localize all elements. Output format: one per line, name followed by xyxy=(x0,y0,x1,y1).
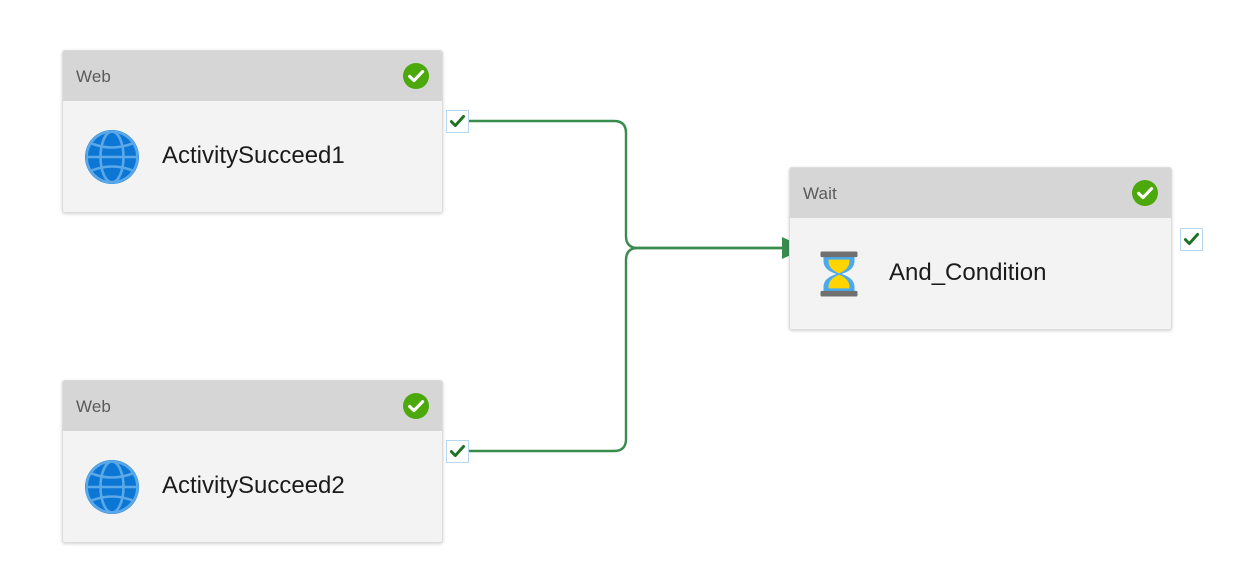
activity-node-web-1[interactable]: Web xyxy=(62,50,443,213)
globe-icon xyxy=(83,128,141,186)
activity-node-web-2[interactable]: Web xyxy=(62,380,443,543)
node-type-label: Web xyxy=(76,396,111,416)
output-port-success-2[interactable] xyxy=(446,440,469,463)
node-body: ActivitySucceed2 xyxy=(63,431,442,542)
check-circle-icon xyxy=(402,392,430,420)
node-body: ActivitySucceed1 xyxy=(63,101,442,212)
output-port-success-1[interactable] xyxy=(446,110,469,133)
node-activity-name: And_Condition xyxy=(889,259,1047,287)
globe-icon xyxy=(83,458,141,516)
check-icon xyxy=(449,444,466,458)
output-port-success-wait[interactable] xyxy=(1180,228,1203,251)
node-type-label: Web xyxy=(76,66,111,86)
check-circle-icon xyxy=(402,62,430,90)
hourglass-icon xyxy=(810,245,868,303)
check-icon xyxy=(449,114,466,128)
node-activity-name: ActivitySucceed1 xyxy=(162,142,345,170)
node-header: Web xyxy=(63,51,442,101)
node-header: Web xyxy=(63,381,442,431)
node-type-label: Wait xyxy=(803,183,837,203)
check-icon xyxy=(1183,232,1200,246)
connector-line[interactable] xyxy=(467,246,784,453)
activity-node-wait[interactable]: Wait And_Condition xyxy=(789,167,1172,330)
node-body: And_Condition xyxy=(790,218,1171,329)
connector-line[interactable] xyxy=(467,119,784,250)
node-activity-name: ActivitySucceed2 xyxy=(162,472,345,500)
check-circle-icon xyxy=(1131,179,1159,207)
node-header: Wait xyxy=(790,168,1171,218)
